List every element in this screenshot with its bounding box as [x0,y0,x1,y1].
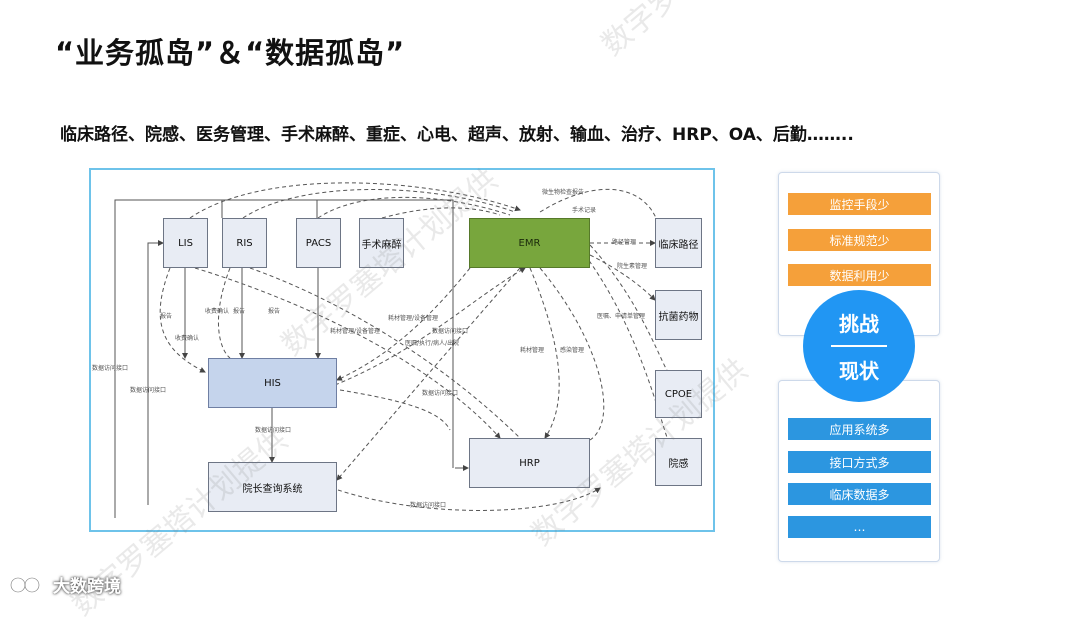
lis-emr-curve [189,182,521,219]
node-cpoe: CPOE [655,370,702,418]
status-item: 临床数据多 [788,483,931,505]
challenge-status-circle: 挑战 现状 [803,290,915,402]
emr-antibiotic-line [589,254,656,301]
edge-label: 路径管理 [612,238,636,246]
his-bus-curve [339,389,451,431]
edge-label: 收费确认 [175,334,199,342]
emr-his-line [336,267,471,381]
edge-label: 耗材管理/设备管理 [330,327,380,335]
edge-label: 数据访问接口 [92,364,128,372]
node-pacs: PACS [296,218,341,268]
edge-label: 医嘱、申请单管理 [597,312,645,320]
edge-label: 数据访问接口 [130,386,166,394]
circle-divider [831,345,887,347]
edge-label: 微生物检查报告 [542,188,584,196]
emr-infection-line [584,254,669,441]
node-president-query: 院长查询系统 [208,462,337,512]
node-infection: 院感 [655,438,702,486]
brand-icon [9,576,41,593]
emr-cpoe-line [589,244,669,373]
node-antibiotics: 抗菌药物 [655,290,702,340]
ris-his-curve [218,267,231,359]
node-hrp: HRP [469,438,590,488]
node-ris: RIS [222,218,267,268]
node-clinical-path: 临床路径 [655,218,702,268]
edge-label: 手术记录 [572,206,596,214]
emr-hrp-line-2 [539,267,605,441]
lis-access-line [147,240,164,505]
edge-label: 耗材管理 [520,346,544,354]
edge-label: 数据访问接口 [410,501,446,509]
query-hrp-line [337,487,601,511]
emr-path-top [539,188,662,231]
ris-emr-curve [242,188,516,219]
pacs-emr-curve [317,196,511,219]
edge-label: 感染管理 [560,346,584,354]
brand-logo: 大数跨境 [8,572,121,597]
status-item: 接口方式多 [788,451,931,473]
his-emr-line [334,267,526,386]
node-emr: EMR [469,218,590,268]
edge-label: 收费确认 [205,307,229,315]
ris-hrp-line [249,267,521,439]
lis-his-curve [159,267,206,373]
edge-label: 院生素管理 [617,262,647,270]
status-item: … [788,516,931,538]
challenge-item: 监控手段少 [788,193,931,215]
node-his: HIS [208,358,337,408]
edge-label: 医嘱/执行/病人/出院 [405,339,459,347]
circle-bottom-label: 现状 [839,359,879,383]
page-title: “业务孤岛”＆“数据孤岛” [55,36,406,70]
lis-hrp-line [194,267,501,439]
anes-emr-curve [381,207,501,219]
brand-name: 大数跨境 [53,577,121,597]
edge-label: 数据访问接口 [255,426,291,434]
edge-label: 数据访问接口 [432,327,468,335]
edge-label: 报告 [268,307,280,315]
edge-label: 耗材管理/设备管理 [388,314,438,322]
status-item: 应用系统多 [788,418,931,440]
status-panel: 应用系统多 接口方式多 临床数据多 … [778,380,940,562]
node-anesthesia: 手术麻醉 [359,218,404,268]
diagram-connectors: 报告 收费确认 报告 收费确认 报告 数据访问接口 数据访问接口 耗材管理/设备… [92,182,669,518]
challenge-item: 数据利用少 [788,264,931,286]
challenge-item: 标准规范少 [788,229,931,251]
emr-query-line [336,267,521,481]
page-subtitle: 临床路径、院感、医务管理、手术麻醉、重症、心电、超声、放射、输血、治疗、HRP、… [60,125,854,145]
edge-label: 报告 [233,307,245,315]
edge-label: 报告 [160,312,172,320]
node-lis: LIS [163,218,208,268]
circle-top-label: 挑战 [839,312,879,336]
edge-label: 数据访问接口 [422,389,458,397]
